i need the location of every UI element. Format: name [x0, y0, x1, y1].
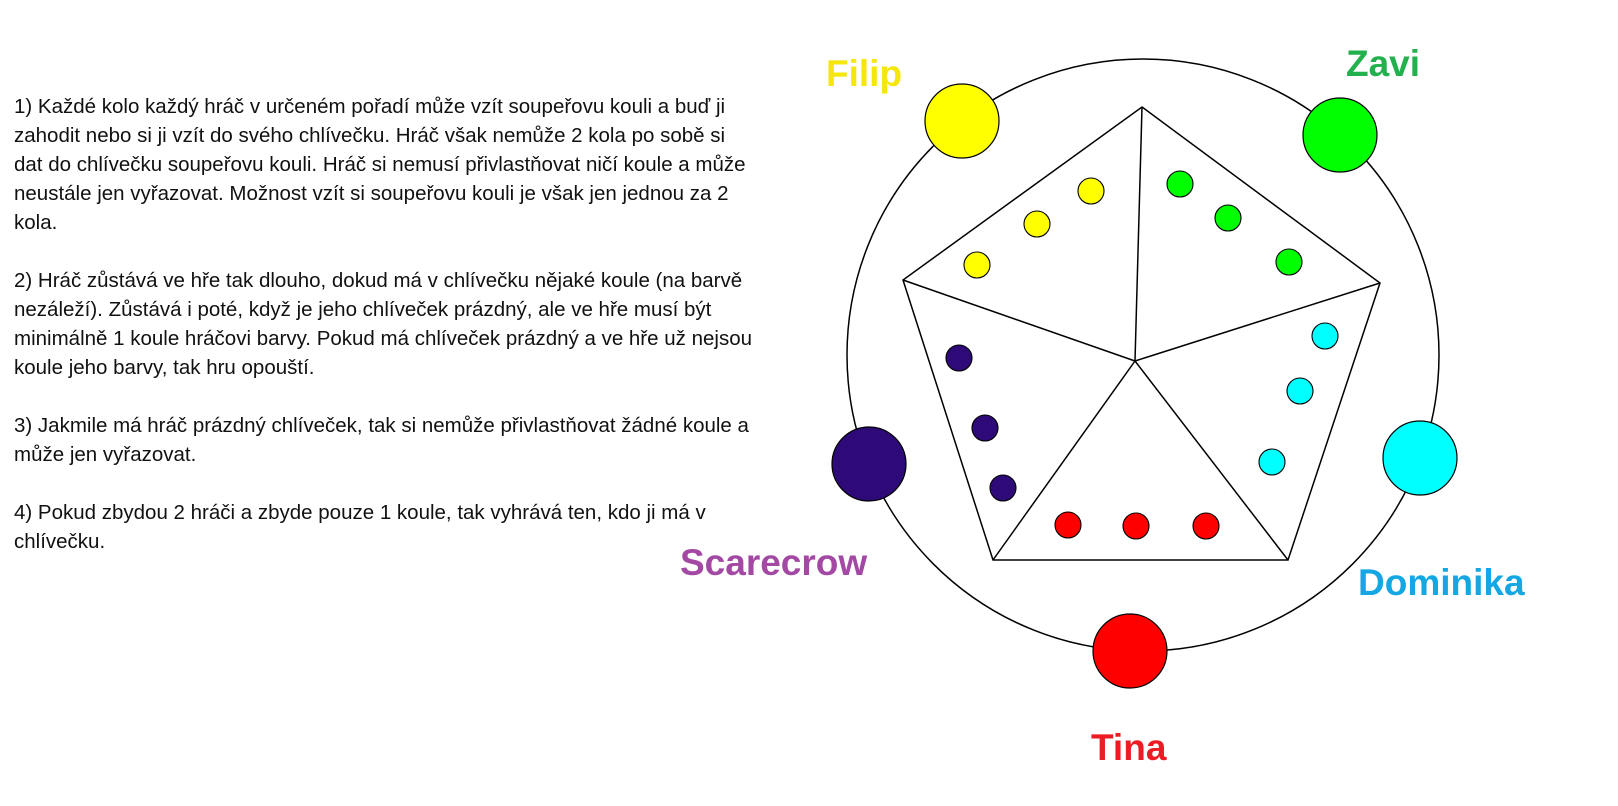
rule-1: 1) Každé kolo každý hráč v určeném pořad…: [14, 95, 746, 234]
pen-ball-tina: [1122, 512, 1150, 540]
board-pentagon: [902, 106, 1381, 561]
player-ball-scarecrow: [831, 426, 907, 502]
player-ball-tina: [1092, 613, 1168, 689]
pen-dividers: [902, 106, 1381, 561]
player-name-zavi: Zavi: [1346, 43, 1420, 84]
pen-ball-dominika: [1286, 377, 1314, 405]
pen-ball-scarecrow: [971, 414, 999, 442]
player-scarecrow: Scarecrow: [680, 344, 1017, 583]
pen-ball-dominika: [1258, 448, 1286, 476]
pen-ball-zavi: [1166, 170, 1194, 198]
rule-3: 3) Jakmile má hráč prázdný chlíveček, ta…: [14, 414, 749, 466]
player-name-scarecrow: Scarecrow: [680, 542, 867, 583]
pen-ball-tina: [1192, 512, 1220, 540]
pen-ball-filip: [1023, 210, 1051, 238]
pen-ball-filip: [1077, 177, 1105, 205]
pen-ball-tina: [1054, 511, 1082, 539]
player-ball-zavi: [1302, 97, 1378, 173]
pen-ball-filip: [963, 251, 991, 279]
player-zavi: Zavi: [1166, 43, 1420, 276]
pen-ball-scarecrow: [989, 474, 1017, 502]
player-name-filip: Filip: [826, 53, 902, 94]
player-tina: Tina: [1054, 511, 1220, 768]
player-ball-dominika: [1382, 420, 1458, 496]
pen-ball-zavi: [1214, 204, 1242, 232]
rule-2: 2) Hráč zůstává ve hře tak dlouho, dokud…: [14, 269, 752, 379]
player-name-dominika: Dominika: [1358, 562, 1525, 603]
pen-ball-zavi: [1275, 248, 1303, 276]
pen-ball-dominika: [1311, 322, 1339, 350]
player-dominika: Dominika: [1258, 322, 1525, 603]
pen-ball-scarecrow: [945, 344, 973, 372]
rules-text: 1) Každé kolo každý hráč v určeném pořad…: [14, 92, 754, 585]
rule-4: 4) Pokud zbydou 2 hráči a zbyde pouze 1 …: [14, 501, 706, 553]
player-filip: Filip: [826, 53, 1105, 279]
player-name-tina: Tina: [1091, 727, 1167, 768]
player-ball-filip: [924, 83, 1000, 159]
